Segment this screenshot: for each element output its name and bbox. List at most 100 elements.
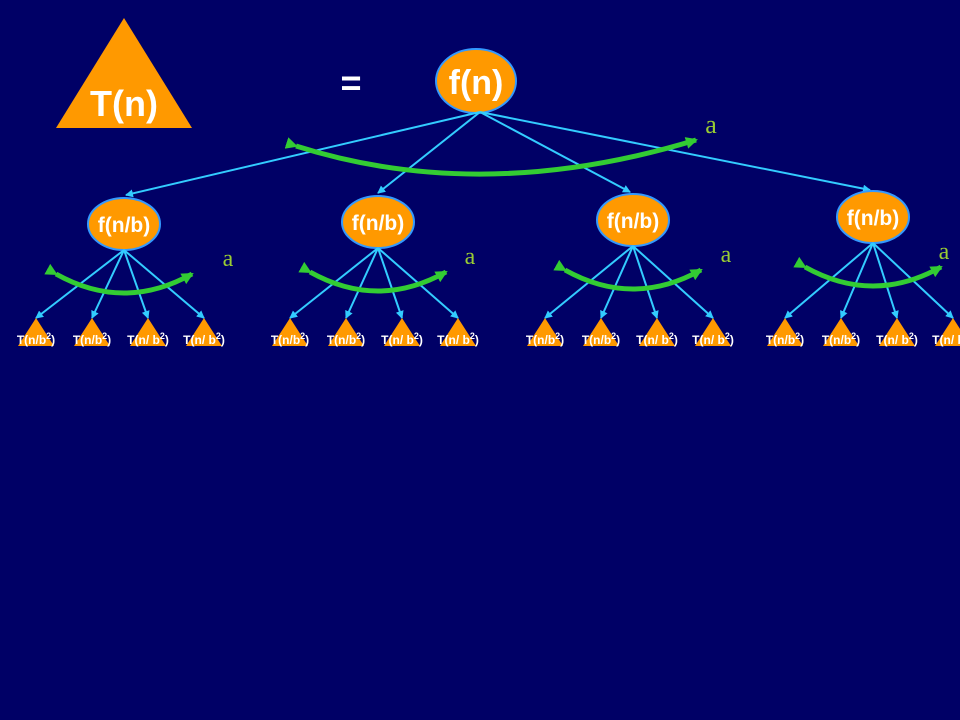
leaf-subproblem: T(n/ b2) [876,318,918,347]
leaf-triangle [272,318,308,346]
leaf-label-exponent: 2 [909,331,914,341]
leaf-subproblem: T(n/b2) [582,318,620,347]
root-node-label: f(n) [449,64,504,102]
leaf-label-exponent: 2 [300,331,305,341]
leaf-label: T(n/b2) [526,331,564,347]
level1-edge [377,247,404,319]
leaf-triangle [18,318,54,346]
level1-edge [632,245,659,319]
branch-factor-label-level1: a [465,244,476,270]
leaf-label-exponent: 2 [160,331,165,341]
level1-subtree: f(n/b)aT(n/b2)T(n/b2)T(n/ b2)T(n/ b2) [526,193,734,347]
leaf-label-exponent: 2 [851,331,856,341]
leaf-label: T(n/b2) [822,331,860,347]
leaf-subproblem: T(n/ b2) [932,318,960,347]
leaf-label: T(n/ b2) [381,331,423,347]
leaf-label: T(n/b2) [327,331,365,347]
leaf-label: T(n/ b2) [437,331,479,347]
leaf-label-exponent: 2 [102,331,107,341]
leaf-triangle [328,318,364,346]
branch-arc-level1 [793,256,943,289]
leaf-label-close: ) [560,333,564,347]
leaf-label-base: T(n/ b [692,333,725,347]
leaf-label-base: T(n/ b [437,333,470,347]
leaf-label-close: ) [51,333,55,347]
level1-edge [600,245,634,319]
leaf-label-exponent: 2 [795,331,800,341]
leaf-subproblem: T(n/b2) [766,318,804,347]
branch-arc-level1 [553,259,703,292]
leaf-label: T(n/ b2) [127,331,169,347]
leaf-subproblem: T(n/b2) [73,318,111,347]
branch-arc-level1 [44,263,194,296]
leaf-label-base: T(n/ b [127,333,160,347]
root-edges [125,111,871,198]
root-edge [479,111,871,193]
leaf-subproblem: T(n/ b2) [692,318,734,347]
leaf-label-close: ) [221,333,225,347]
leaf-triangle [440,318,476,346]
leaf-label-close: ) [419,333,423,347]
leaf-label-exponent: 2 [356,331,361,341]
branch-arc-root [284,137,698,177]
leaf-subproblem: T(n/b2) [526,318,564,347]
leaf-label-close: ) [674,333,678,347]
level1-node-label: f(n/b) [352,212,404,235]
leaf-label-base: T(n/b [17,333,46,347]
leaf-label: T(n/b2) [73,331,111,347]
leaf-label-exponent: 2 [555,331,560,341]
leaf-triangle [186,318,222,346]
leaf-subproblem: T(n/b2) [327,318,365,347]
branch-factor-label-root: a [705,110,717,139]
branch-factor-label-level1: a [939,239,950,265]
leaf-label-base: T(n/b [766,333,795,347]
level1-node-label: f(n/b) [847,207,899,230]
root-node: f(n) [435,48,517,114]
leaf-label-close: ) [856,333,860,347]
leaf-label-close: ) [616,333,620,347]
root-edge [125,111,481,198]
leaf-label: T(n/ b2) [932,331,960,347]
leaf-triangle [695,318,731,346]
leaf-label-base: T(n/ b [183,333,216,347]
leaf-label: T(n/ b2) [183,331,225,347]
leaf-label-close: ) [914,333,918,347]
leaf-label-close: ) [475,333,479,347]
leaf-label-exponent: 2 [611,331,616,341]
lhs-triangle-label: T(n) [90,83,158,124]
leaf-label-close: ) [305,333,309,347]
leaf-label-base: T(n/ b [876,333,909,347]
leaf-triangle [879,318,915,346]
leaf-label-base: T(n/b [582,333,611,347]
leaf-label-close: ) [361,333,365,347]
level1-subtree: f(n/b)aT(n/b2)T(n/b2)T(n/ b2)T(n/ b2) [766,190,960,347]
level1-subtree: f(n/b)aT(n/b2)T(n/b2)T(n/ b2)T(n/ b2) [271,195,479,347]
leaf-subproblem: T(n/ b2) [183,318,225,347]
leaf-label-base: T(n/ b [381,333,414,347]
leaf-triangle [74,318,110,346]
leaf-label-base: T(n/ b [636,333,669,347]
level1-node-label: f(n/b) [98,214,150,237]
leaf-label-exponent: 2 [669,331,674,341]
leaf-label-exponent: 2 [414,331,419,341]
leaf-label-exponent: 2 [725,331,730,341]
leaf-label-close: ) [165,333,169,347]
leaf-label: T(n/b2) [17,331,55,347]
branch-factor-label-level1: a [721,242,732,268]
leaf-triangle [384,318,420,346]
leaf-label: T(n/b2) [582,331,620,347]
level1-subtree: f(n/b)aT(n/b2)T(n/b2)T(n/ b2)T(n/ b2) [17,197,234,347]
leaf-label-exponent: 2 [216,331,221,341]
lhs-triangle-shape [56,18,192,128]
leaf-label: T(n/ b2) [876,331,918,347]
leaf-label: T(n/ b2) [692,331,734,347]
leaf-label-close: ) [730,333,734,347]
level1-edge [345,247,379,319]
leaf-triangle [527,318,563,346]
branch-factor-label-level1: a [223,246,234,272]
leaf-label-exponent: 2 [470,331,475,341]
leaf-label-base: T(n/b [271,333,300,347]
leaf-triangle [823,318,859,346]
level1-edge [91,249,125,319]
